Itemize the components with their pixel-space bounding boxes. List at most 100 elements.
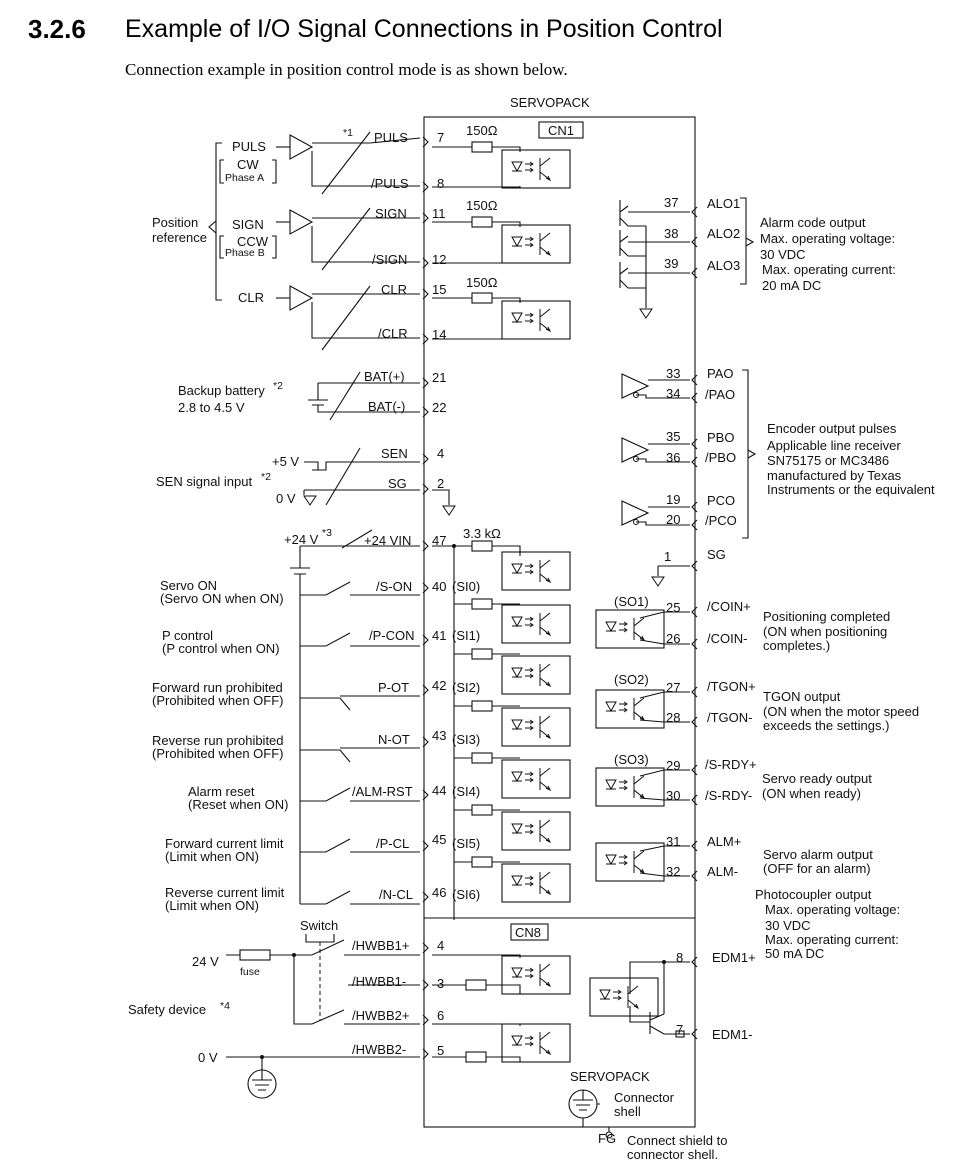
pin-sig-batp: BAT(+) (364, 369, 405, 384)
input-sig-1: /P-CON (369, 628, 415, 643)
connector-shell: SERVOPACK Connector shell FG Connect shi… (568, 1069, 727, 1162)
output-row-3: 31 ALM+ 32 ALM- Servo alarm output (OFF … (595, 834, 873, 882)
out-desc1-2: Servo ready output (762, 771, 872, 786)
so-label-2: (SO3) (614, 752, 649, 767)
cn8-label: CN8 (515, 925, 541, 940)
alo-sig-2: ALO3 (707, 258, 740, 273)
out-sig-b-0: /COIN- (707, 631, 747, 646)
hwbb-pin-1: 3 (437, 976, 444, 991)
pin-sig-clr: CLR (381, 282, 407, 297)
clr-ref-label: CLR (238, 290, 264, 305)
enc-sig-0: PAO (707, 366, 734, 381)
edm1p-pin: 8 (676, 950, 683, 965)
out-desc1-3: Servo alarm output (763, 847, 873, 862)
input-desc2-1: (P control when ON) (162, 641, 280, 656)
battery-note: *2 (273, 380, 283, 392)
pulse-input-circuits: 150Ω 150Ω 150Ω (432, 123, 571, 340)
pin-num-12: 12 (432, 252, 446, 267)
input-desc1-6: Reverse current limit (165, 885, 285, 900)
pin-num-4: 4 (437, 446, 444, 461)
pin-sig-npuls: /PULS (371, 176, 409, 191)
alarm-code-line1: Alarm code output (760, 215, 866, 230)
out-desc2-3: (OFF for an alarm) (763, 861, 871, 876)
position-ref-label-2: reference (152, 230, 207, 245)
input-si-1: (SI1) (452, 628, 480, 643)
bottom-conn1: Connector (614, 1090, 675, 1105)
res3k3-label: 3.3 kΩ (463, 526, 501, 541)
so-label-0: (SO1) (614, 594, 649, 609)
out-sig-a-2: /S-RDY+ (705, 757, 757, 772)
out-desc2-1: (ON when the motor speed (763, 704, 919, 719)
input-desc2-0: (Servo ON when ON) (160, 591, 284, 606)
out-pin-a-1: 27 (666, 680, 680, 695)
res150-2-label: 150Ω (466, 198, 498, 213)
input-row-1: P control (P control when ON) /P-CON 41 … (162, 604, 571, 695)
alarm-code-line3: 30 VDC (760, 247, 806, 262)
sen-signal-input: +5 V SEN signal input *2 0 V (156, 447, 456, 516)
enc-sig-2: PBO (707, 430, 734, 445)
phase-a-label: Phase A (225, 172, 264, 184)
photo-line1: Photocoupler output (755, 887, 872, 902)
sen-zero: 0 V (276, 491, 296, 506)
supply24-label: +24 V (284, 532, 319, 547)
hwbb-pin-2: 6 (437, 1008, 444, 1023)
out-desc1-1: TGON output (763, 689, 841, 704)
pin-num-8: 8 (437, 176, 444, 191)
puls-ref-label: PULS (232, 139, 266, 154)
enc-pin-3: 36 (666, 450, 680, 465)
enc-pin-2: 35 (666, 429, 680, 444)
input-desc2-4: (Reset when ON) (188, 797, 288, 812)
pin-num-11: 11 (432, 206, 446, 221)
input-pin-1: 41 (432, 628, 446, 643)
input-pin-5: 45 (432, 832, 446, 847)
input-sig-5: /P-CL (376, 836, 409, 851)
switch-label: Switch (300, 918, 338, 933)
pin-sig-nsign: /SIGN (372, 252, 407, 267)
alo-pin-0: 37 (664, 195, 678, 210)
encoder-line1: Encoder output pulses (767, 421, 897, 436)
hwbb-pin-3: 5 (437, 1043, 444, 1058)
fuse-label: fuse (240, 966, 260, 978)
encoder-line4: manufactured by Texas (767, 468, 902, 483)
battery-range: 2.8 to 4.5 V (178, 400, 245, 415)
input-desc2-2: (Prohibited when OFF) (152, 693, 284, 708)
servopack-label: SERVOPACK (510, 95, 590, 110)
edm1n-pin: 7 (676, 1022, 683, 1037)
out-sig-a-0: /COIN+ (707, 599, 751, 614)
pin-num-22: 22 (432, 400, 446, 415)
enc-pin-4: 19 (666, 492, 680, 507)
pin-num-21: 21 (432, 370, 446, 385)
sequence-inputs: +24 V *3 3.3 kΩ (284, 526, 571, 920)
bottom-fg: FG (598, 1131, 616, 1146)
alo-sig-0: ALO1 (707, 196, 740, 211)
out-pin-a-0: 25 (666, 600, 680, 615)
hwbb-sig-1: /HWBB1- (352, 974, 406, 989)
supply24-note: *3 (322, 527, 332, 539)
position-reference-group: Position reference PULS CW Phase A SIGN … (152, 127, 421, 351)
enc-pin-5: 20 (666, 512, 680, 527)
pin-sig-sg: SG (388, 476, 407, 491)
input-row-6: Reverse current limit (Limit when ON) /N… (165, 885, 480, 913)
out-sig-b-3: ALM- (707, 864, 738, 879)
pin-num-2: 2 (437, 476, 444, 491)
pin-num-14: 14 (432, 327, 446, 342)
pin-sig-batn: BAT(-) (368, 399, 405, 414)
safety-device-label: Safety device (128, 1002, 206, 1017)
cn1-box (538, 121, 584, 139)
encoder-line3: SN75175 or MC3486 (767, 453, 889, 468)
input-desc1-3: Reverse run prohibited (152, 733, 284, 748)
photocoupler-spec: Photocoupler output Max. operating volta… (755, 887, 900, 961)
section-header: 3.2.6 Example of I/O Signal Connections … (0, 0, 971, 90)
bottom-shield2: connector shell. (627, 1147, 718, 1162)
so-label-1: (SO2) (614, 672, 649, 687)
out-sig-b-2: /S-RDY- (705, 788, 752, 803)
pin-num-47: 47 (432, 533, 446, 548)
enc-sig-4: PCO (707, 493, 735, 508)
alarm-code-line2: Max. operating voltage: (760, 231, 895, 246)
backup-battery: Backup battery *2 2.8 to 4.5 V (178, 371, 420, 421)
pin-num-15: 15 (432, 282, 446, 297)
out-pin-a-3: 31 (666, 834, 680, 849)
section-number: 3.2.6 (28, 14, 86, 44)
input-desc1-1: P control (162, 628, 213, 643)
photo-line4: Max. operating current: (765, 932, 899, 947)
